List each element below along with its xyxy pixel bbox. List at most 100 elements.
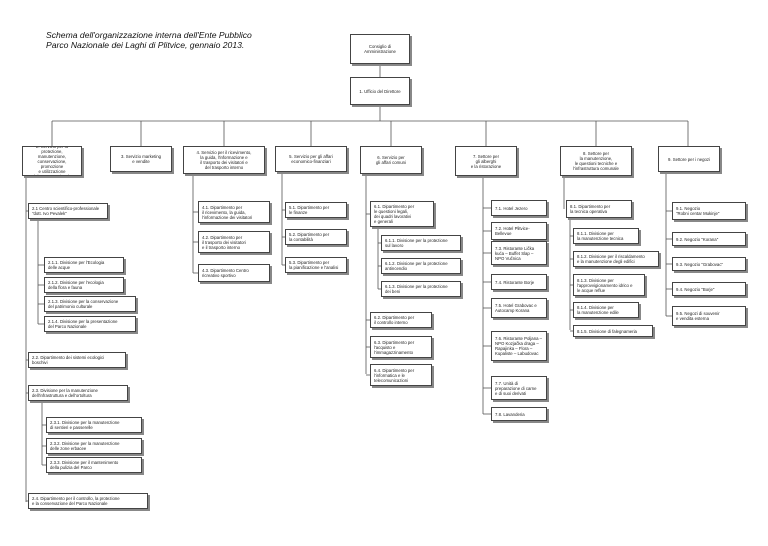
col4-item-2-line: 4.3. Dipartimento Centro: [202, 268, 249, 273]
council-box-line: Amministrazione: [364, 49, 396, 54]
col8-item-1-line: la manutenzione tecnica: [577, 236, 624, 241]
col2-item-4-line: 2.1.4. Divisione per la presentazione: [48, 319, 118, 324]
col8-item-5-line: 8.1.5. Divisione di falegnameria: [577, 328, 637, 334]
head-sector-9-line: 9. Settore per i negozi: [667, 156, 711, 162]
col7-item-3: 7.4. Ristorante Borje: [491, 274, 547, 290]
head-service-4-line: il trasporto dei visitatori e: [200, 160, 248, 165]
col2-item-2-line: 2.1.2. Divisione per l'ecologia: [48, 280, 104, 285]
col7-item-5-line: NPO Kozjačka draga –: [495, 341, 539, 346]
col7-item-0: 7.1. Hotel Jezero: [491, 200, 547, 216]
col2-item-7-line: 2.3.1. Divisione per la manutenzione: [50, 420, 120, 425]
head-service-3-line: 3. Servizio marketing: [120, 154, 162, 159]
head-sector-7-line: e la ristorazione: [470, 163, 502, 169]
col7-item-2-line: NPO Vučnica: [495, 255, 521, 261]
col8-item-2-line: 8.1.2. Divisione per il riscaldamento: [577, 254, 645, 259]
council-box-line: Consiglio di: [368, 44, 392, 49]
col6-item-6-line: 6.4. Dipartimento per: [374, 367, 415, 373]
col2-item-10-line: 2.4. Dipartimento per il controllo, la p…: [32, 496, 120, 501]
head-service-4-line: del trasporto interno: [204, 165, 244, 170]
col2-item-0-line: 2.1 Centro scientifico-professionale: [32, 206, 100, 211]
col2-item-1-line: delle acque: [48, 265, 70, 270]
col6-item-0-line: le questioni legali,: [374, 209, 409, 214]
director-box-line: 1. Ufficio del Direttore: [359, 88, 401, 94]
title-line-1: Schema dell'organizzazione interna dell'…: [46, 30, 252, 40]
col2-item-9-line: della pulizia del Parco: [50, 465, 92, 470]
col6-item-2-line: antincendio: [385, 266, 407, 271]
col6-item-4-line: il controllo interno: [374, 320, 408, 325]
col6-item-6-line: telecomunicazioni: [374, 377, 409, 383]
col2-item-8-line: 2.3.2. Divisione per la manutenzione: [50, 441, 120, 446]
col8-item-2-line: e la manutenzione degli edifici: [577, 259, 635, 264]
col5-item-2-line: la pianificazione e l'analisi: [289, 265, 339, 270]
col8-item-5: 8.1.5. Divisione di falegnameria: [573, 325, 653, 337]
col2-item-0: 2.1 Centro scientifico-professionale"dot…: [28, 203, 108, 219]
head-sector-8-line: la manutenzione,: [579, 156, 613, 161]
col7-item-7-line: 7.8. Lavanderia: [495, 411, 525, 417]
col4-item-1-line: 4.2. Dipartimento per: [202, 234, 243, 240]
title-line-2: Parco Nazionale dei Laghi di Plitvice, g…: [46, 40, 245, 50]
col5-item-0-line: 5.1. Dipartimento per: [289, 205, 330, 210]
col7-item-6-line: 7.7. Unità di: [495, 380, 518, 386]
col7-item-3-line: 7.4. Ristorante Borje: [495, 279, 535, 285]
col5-item-1-line: 5.2. Dipartimento per: [289, 232, 330, 237]
col9-item-1: 9.2. Negozio "Korana": [672, 232, 746, 246]
col5-item-0-line: le finanze: [289, 210, 308, 215]
col2-item-2-line: della flora e fauna: [48, 285, 83, 290]
col6-item-1-line: sul lavoro: [385, 243, 404, 248]
col9-item-0: 9.1. Negozio"Robni centar Mukinje": [672, 202, 746, 220]
diagram-title: Schema dell'organizzazione interna dell'…: [46, 30, 252, 50]
head-service-4: 4. Servizio per il ricevimento,la guida,…: [183, 146, 265, 174]
col9-item-2: 9.3. Negozio "Grabovac": [672, 257, 746, 271]
col6-item-5-line: 6.3. Dipartimento per: [374, 339, 415, 345]
col7-item-7: 7.8. Lavanderia: [491, 407, 547, 421]
col7-item-5-line: Rapajinka – Flora –: [495, 346, 533, 351]
head-sector-8-line: l'infrastruttura comunale: [573, 166, 619, 171]
head-sector-8-line: le questioni tecniche e: [574, 161, 618, 166]
col9-item-1-line: 9.2. Negozio "Korana": [676, 236, 719, 242]
head-service-3-line: e vendite: [132, 159, 150, 164]
col7-item-1-line: Bellevue: [495, 231, 512, 236]
col7-item-4-line: 7.5. Hotel Grabovac e: [495, 303, 537, 308]
col8-item-0-line: 8.1. Dipartimento per: [570, 204, 611, 209]
col2-item-5-line: 2.2. Dipartimento dei sistemi ecologici: [32, 355, 105, 360]
col6-item-6-line: l'informatica e le: [374, 372, 405, 378]
col2-item-10-line: e la conservazione del Parco Nazionale: [32, 501, 108, 506]
head-sector-7-line: 7. Settore per: [472, 153, 500, 159]
head-service-6-line: 6. Servizio per: [377, 155, 405, 160]
col9-item-4-line: 9.5. Negozi di souvenir: [676, 311, 720, 316]
director-box: 1. Ufficio del Direttore: [350, 77, 410, 105]
col2-item-3-line: 2.1.3. Divisione per la conservazione: [48, 299, 119, 304]
col6-item-0-line: 6.1. Dipartimento per: [374, 204, 415, 209]
col8-item-3-line: le acque reflue: [577, 287, 606, 293]
col6-item-4-line: 6.2. Dipartimento per: [374, 315, 415, 320]
col2-item-5-line: boschivi: [32, 360, 48, 365]
col8-item-3-line: l'approvvigionamento idrico e: [577, 282, 633, 288]
col7-item-5: 7.6. Ristorante Poljana –NPO Kozjačka dr…: [491, 331, 547, 361]
col6-item-0-line: dei quadri lavorativi: [374, 214, 412, 219]
col2-item-6-line: dell'infrastruttura e dell'ortoltura: [32, 393, 92, 398]
col9-item-0-line: "Robni centar Mukinje": [676, 211, 720, 216]
col2-item-6-line: 2.3. Divisione per la manutenzione: [32, 388, 98, 393]
head-service-2-line: 2. Servizio per la protezione,: [35, 146, 68, 154]
head-service-2-line: manutenzione,: [37, 153, 67, 159]
col2-item-3-line: del patrimonio culturale: [48, 304, 93, 309]
